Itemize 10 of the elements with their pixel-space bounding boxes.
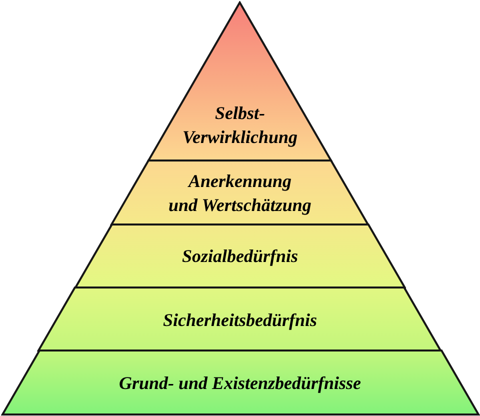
- level-label: Sozialbedürfnis: [182, 245, 298, 268]
- level-label: Selbst- Verwirklichung: [182, 102, 298, 149]
- pyramid-level: [147, 0, 333, 162]
- pyramid-level: [110, 158, 370, 226]
- level-label: Anerkennung und Wertschätzung: [168, 170, 312, 217]
- level-label: Grund- und Existenzbedürfnisse: [118, 372, 362, 395]
- pyramid-level: [37, 286, 443, 352]
- pyramid-level: [74, 222, 406, 288]
- pyramid-level: [0, 348, 480, 416]
- level-label: Sicherheitsbedürfnis: [162, 309, 317, 332]
